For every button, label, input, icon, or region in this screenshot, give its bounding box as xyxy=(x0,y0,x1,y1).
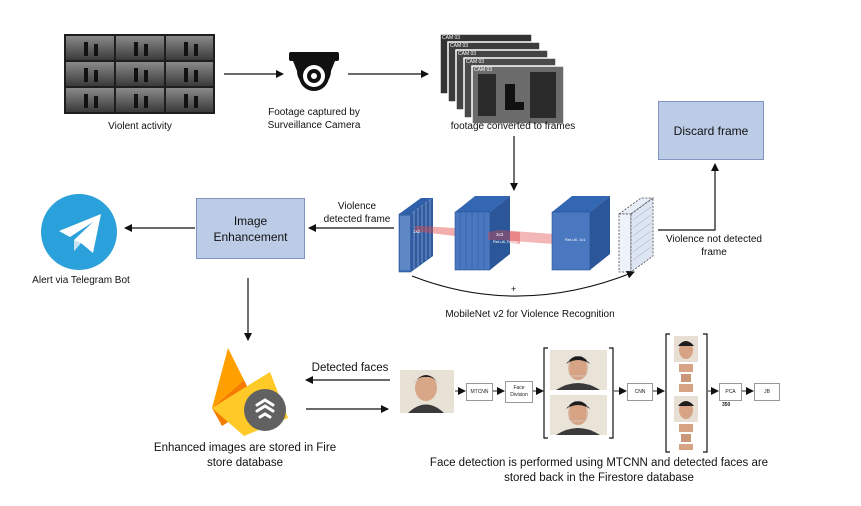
face-input-image xyxy=(400,370,454,413)
mobilenet-label: MobileNet v2 for Violence Recognition xyxy=(445,309,615,320)
image-enhancement-box: Image Enhancement xyxy=(196,198,305,259)
mobilenet-relu-1x1-label: ReLu6, 1x1 xyxy=(565,237,586,242)
violence-not-detected-label: Violence not detected frame xyxy=(665,234,762,258)
mobilenet-conv1-label: 1x1 xyxy=(413,229,421,234)
frame-tag-5: CAM 03 xyxy=(474,67,493,73)
face-division-box: Face Division xyxy=(505,381,533,403)
mobilenet-relu-dwise-label: ReLu6, Dwise xyxy=(493,239,519,244)
pca-box: PCA xyxy=(719,383,742,401)
frame-tag-1: CAM 03 xyxy=(442,35,461,41)
firebase-icon xyxy=(212,348,288,436)
cnn-box: CNN xyxy=(627,383,653,401)
pca-value-label: 350 xyxy=(722,402,731,408)
mobilenet-conv2-label: 3x3 xyxy=(496,232,504,237)
firestore-label: Enhanced images are stored in Fire store… xyxy=(153,442,337,469)
face-grid-bracket xyxy=(543,347,614,439)
violent-activity-image xyxy=(64,34,215,114)
violent-activity-label: Violent activity xyxy=(108,121,172,132)
mobilenet-illustration xyxy=(398,196,655,297)
frames-stack-image xyxy=(439,33,565,125)
detected-faces-label: Detected faces xyxy=(311,362,389,374)
face-detection-label: Face detection is performed using MTCNN … xyxy=(429,457,769,484)
residual-plus-label: + xyxy=(511,284,516,294)
jb-box: JB xyxy=(754,383,780,401)
frame-tag-4: CAM 03 xyxy=(466,59,485,65)
mtcnn-box: MTCNN xyxy=(466,383,493,401)
telegram-icon xyxy=(41,194,117,270)
telegram-label: Alert via Telegram Bot xyxy=(32,275,130,286)
camera-label: Footage captured by Surveillance Camera xyxy=(267,107,361,131)
frame-tag-2: CAM 03 xyxy=(450,43,469,49)
face-crops-bracket xyxy=(665,333,708,453)
camera-icon xyxy=(289,52,339,91)
frames-label: footage converted to frames xyxy=(450,121,576,132)
discard-frame-box: Discard frame xyxy=(658,101,764,160)
violence-detected-label: Violence detected frame xyxy=(323,201,391,225)
arrow-to-discard xyxy=(658,163,719,231)
frame-tag-3: CAM 03 xyxy=(458,51,477,57)
